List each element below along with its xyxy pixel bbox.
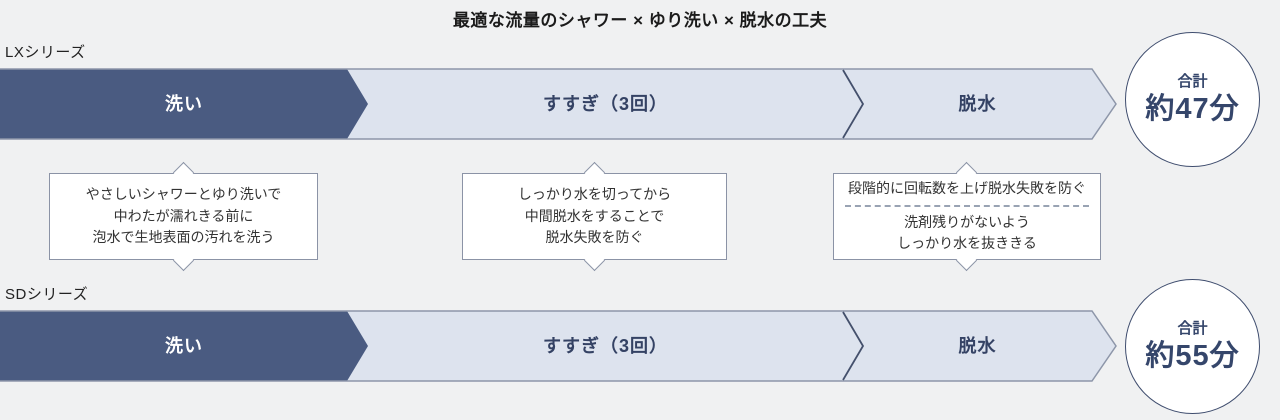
callout-line: 泡水で生地表面の汚れを洗う — [92, 229, 275, 246]
callout-line: 段階的に回転数を上げ脱水失敗を防ぐ — [848, 179, 1086, 196]
total-badge-sd: 合計 約55分 — [1125, 279, 1260, 414]
series-label-lx: LXシリーズ — [5, 44, 86, 61]
phase-spin-label: 脱水 — [958, 336, 997, 356]
callout-spin: 段階的に回転数を上げ脱水失敗を防ぐ 洗剤残りがないよう しっかり水を抜ききる — [833, 161, 1101, 272]
total-badge-lx: 合計 約47分 — [1125, 32, 1260, 167]
bar-outline — [0, 68, 1117, 140]
wash-arrow-shape — [0, 311, 368, 381]
phase-wash-label: 洗い — [165, 336, 203, 356]
callout-pointer-up-icon — [583, 161, 605, 184]
callout-rinse: しっかり水を切ってから 中間脱水をすることで 脱水失敗を防ぐ — [462, 161, 727, 272]
total-value: 約55分 — [1145, 340, 1240, 373]
total-prefix: 合計 — [1177, 319, 1208, 337]
total-prefix: 合計 — [1177, 72, 1208, 90]
callout-line: 中わたが濡れきる前に — [113, 207, 254, 224]
callout-pointer-down-icon — [172, 249, 194, 272]
chevron-separator-icon — [842, 311, 865, 381]
page-title: 最適な流量のシャワー × ゆり洗い × 脱水の工夫 — [452, 11, 828, 30]
dashed-divider — [844, 204, 1090, 207]
process-bar-shape — [0, 310, 1117, 382]
process-bar-lx: 洗い すすぎ（3回） 脱水 — [0, 68, 1120, 140]
bar-outline — [0, 310, 1117, 382]
phase-rinse-label: すすぎ（3回） — [542, 336, 668, 356]
series-label-sd: SDシリーズ — [5, 286, 89, 303]
callout-pointer-up-icon — [172, 161, 194, 184]
total-value: 約47分 — [1145, 93, 1240, 126]
callout-wash: やさしいシャワーとゆり洗いで 中わたが濡れきる前に 泡水で生地表面の汚れを洗う — [49, 161, 318, 272]
callout-line: 洗剤残りがないよう — [904, 213, 1030, 230]
callout-line: やさしいシャワーとゆり洗いで — [85, 185, 282, 202]
process-bar-sd: 洗い すすぎ（3回） 脱水 — [0, 310, 1120, 382]
phase-rinse-label: すすぎ（3回） — [542, 94, 668, 114]
callout-line: しっかり水を切ってから — [517, 185, 672, 202]
phase-wash-label: 洗い — [165, 94, 203, 114]
wash-arrow-shape — [0, 69, 368, 139]
callout-pointer-down-icon — [583, 249, 605, 272]
phase-spin-label: 脱水 — [958, 94, 997, 114]
callout-line: 中間脱水をすることで — [524, 207, 665, 224]
chevron-separator-icon — [842, 69, 865, 139]
process-bar-shape — [0, 68, 1117, 140]
callout-line: 脱水失敗を防ぐ — [545, 229, 644, 246]
callout-line: しっかり水を抜ききる — [897, 235, 1037, 252]
